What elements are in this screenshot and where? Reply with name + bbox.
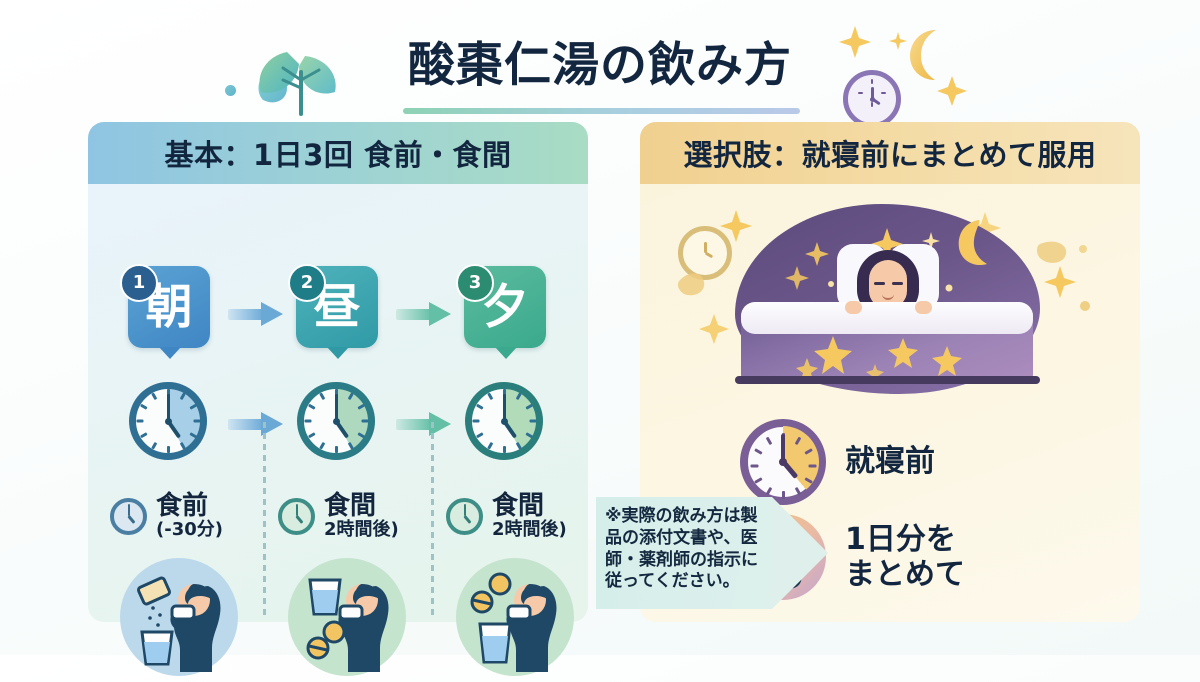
daily-dose-label: 1日分を まとめて: [845, 514, 965, 600]
panel-left-body: 朝 1 昼 2 夕 3: [88, 184, 588, 676]
clock-icon: [678, 226, 732, 280]
column-divider: [431, 422, 434, 618]
daily-dose-line1: 1日分を: [845, 521, 956, 557]
title-underline: [403, 108, 800, 114]
clock-icon: [446, 497, 483, 535]
decor-dot: [225, 85, 236, 96]
timing-label-main: 食間: [324, 490, 377, 521]
leaf-sprout-svg: [258, 52, 336, 116]
step-cell: 夕 3: [454, 254, 554, 366]
decor-dot: [1080, 301, 1090, 311]
sparkle-icon: [969, 212, 1001, 244]
step-cell: 朝 1: [118, 254, 218, 366]
timing-label: 食間 2時間後): [264, 480, 432, 552]
illustration-cell: [264, 552, 432, 682]
timing-label: 食前 (-30分): [96, 480, 264, 552]
crescent-moon-icon: [910, 30, 936, 80]
sleeping-person-in-bed-icon: [735, 204, 1040, 404]
infographic-stage: 酸棗仁湯の飲み方 基本：1日3回 食前・食間: [0, 18, 1200, 676]
note-arrow-icon: ※実際の飲み方は製品の添付文書や、医師・薬剤師の指示に従ってください。: [596, 497, 828, 609]
clock-icon: [465, 382, 543, 460]
clock-cell: [454, 376, 554, 476]
arrow-right-icon: [228, 412, 286, 436]
step-badges-row: 朝 1 昼 2 夕 3: [88, 254, 588, 366]
leaf-sprout-icon: [225, 40, 375, 135]
title-area: 酸棗仁湯の飲み方: [0, 18, 1200, 128]
purple-clock-icon: [740, 419, 826, 505]
panel-bedtime-dosing: 選択肢：就寝前にまとめて服用: [640, 122, 1140, 622]
column-divider: [263, 422, 266, 618]
arrow-right-icon: [396, 302, 454, 326]
clock-icon: [129, 382, 207, 460]
sparkle-icon: [937, 76, 967, 106]
clock-row: [88, 376, 588, 476]
step-cell: 昼 2: [286, 254, 386, 366]
sparkle-icon: [720, 210, 752, 242]
bedtime-label-text: 就寝前: [845, 444, 935, 480]
blanket-stars: [796, 336, 962, 382]
timing-label-sub: (-30分): [156, 519, 223, 541]
step-badge-noon[interactable]: 昼 2: [288, 264, 378, 359]
daily-dose-line2: まとめて: [845, 557, 965, 592]
page-title: 酸棗仁湯の飲み方: [408, 38, 792, 93]
person-taking-tablets-with-water-icon: [470, 572, 557, 672]
clock-icon: [278, 497, 315, 535]
timing-label-sub: 2時間後): [324, 519, 399, 541]
timing-label-main: 食前: [156, 490, 209, 521]
timing-label-sub: 2時間後): [492, 519, 567, 541]
night-decor-group: [839, 26, 967, 106]
bedtime-row: 就寝前: [640, 419, 1140, 505]
illustration-cell: [96, 552, 264, 682]
step-badge-evening[interactable]: 夕 3: [456, 264, 546, 359]
step-number: 3: [456, 264, 494, 302]
panel-right-header: 選択肢：就寝前にまとめて服用: [640, 122, 1140, 184]
illustration-row: [88, 552, 588, 682]
step-badge-morning[interactable]: 朝 1: [120, 264, 210, 359]
person-taking-tablets-with-water-icon: [306, 578, 389, 672]
panel-left-header: 基本：1日3回 食前・食間: [88, 122, 588, 184]
clock-icon: [110, 497, 147, 535]
clock-cell: [286, 376, 386, 476]
person-taking-powder-with-water-icon: [137, 576, 221, 672]
sparkle-icon: [839, 26, 871, 58]
bedtime-label: 就寝前: [845, 419, 935, 505]
leaf-icon: [677, 273, 705, 296]
clock-icon: [297, 382, 375, 460]
note-text: ※実際の飲み方は製品の添付文書や、医師・薬剤師の指示に従ってください。: [605, 506, 758, 592]
clock-cell: [118, 376, 218, 476]
decor-dot: [1079, 245, 1087, 253]
step-number: 2: [288, 264, 326, 302]
arrow-right-icon: [396, 412, 454, 436]
illustration-cell: [432, 552, 600, 682]
timing-label-row: 食前 (-30分) 食間 2時間後): [88, 480, 588, 552]
sparkle-icon: [699, 314, 729, 344]
timing-label-main: 食間: [492, 490, 545, 521]
arrow-right-icon: [228, 302, 286, 326]
sparkle-icon: [1044, 266, 1076, 298]
sparkle-icon: [889, 32, 907, 50]
step-number: 1: [120, 264, 158, 302]
leaf-icon: [1037, 241, 1067, 263]
panel-basic-dosing: 基本：1日3回 食前・食間 朝 1 昼 2: [88, 122, 588, 676]
clock-icon: [843, 70, 901, 128]
timing-label: 食間 2時間後): [432, 480, 600, 552]
